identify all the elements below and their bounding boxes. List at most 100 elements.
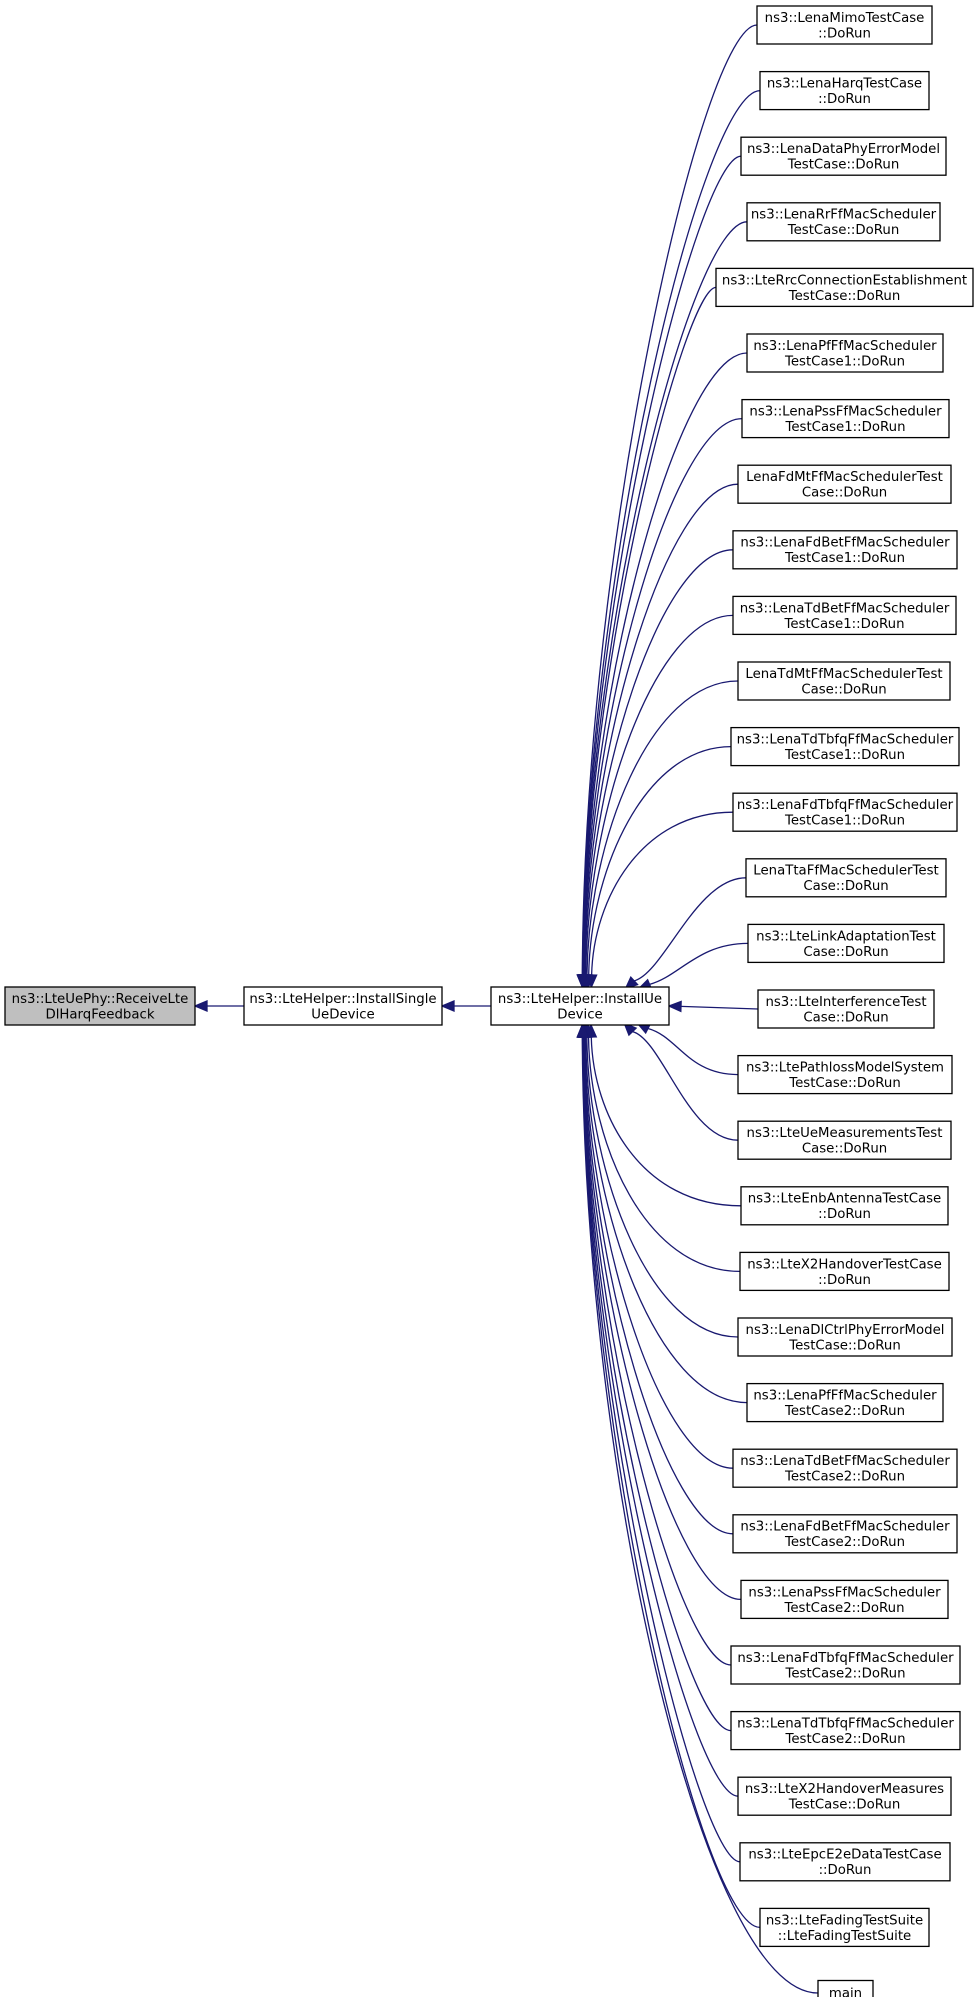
- node-c09[interactable]: ns3::LenaFdBetFfMacSchedulerTestCase1::D…: [732, 530, 958, 570]
- node-c28[interactable]: ns3::LteX2HandoverMeasuresTestCase::DoRu…: [737, 1776, 952, 1816]
- node-c05[interactable]: ns3::LteRrcConnectionEstablishmentTestCa…: [715, 267, 974, 308]
- edge-c19-to-installue: [590, 1036, 742, 1207]
- node-box: [746, 333, 944, 373]
- node-label-line: ns3::LenaFdTbfqFfMacScheduler: [737, 1651, 954, 1666]
- edge-c10-to-installue: [585, 614, 734, 976]
- node-label-line: ns3::LenaTdBetFfMacScheduler: [740, 601, 950, 616]
- node-label-line: TestCase2::DoRun: [784, 1732, 905, 1747]
- node-c25[interactable]: ns3::LenaPssFfMacSchedulerTestCase2::DoR…: [740, 1579, 949, 1620]
- node-label-line: TestCase2::DoRun: [784, 1470, 905, 1485]
- node-c24[interactable]: ns3::LenaFdBetFfMacSchedulerTestCase2::D…: [732, 1514, 958, 1554]
- node-label-line: ns3::LteFadingTestSuite: [766, 1913, 923, 1928]
- node-c27[interactable]: ns3::LenaTdTbfqFfMacSchedulerTestCase2::…: [730, 1710, 961, 1751]
- node-label-line: Device: [557, 1007, 602, 1022]
- node-box: [747, 923, 945, 964]
- node-box: [740, 1579, 949, 1620]
- node-c21[interactable]: ns3::LenaDlCtrlPhyErrorModelTestCase::Do…: [737, 1317, 953, 1357]
- node-box: [732, 595, 957, 636]
- node-c30[interactable]: ns3::LteFadingTestSuite::LteFadingTestSu…: [759, 1907, 930, 1948]
- node-label-line: LenaFdMtFfMacSchedulerTest: [746, 470, 943, 485]
- node-c22[interactable]: ns3::LenaPfFfMacSchedulerTestCase2::DoRu…: [746, 1382, 944, 1423]
- node-box: [732, 1448, 958, 1488]
- node-c17[interactable]: ns3::LtePathlossModelSystemTestCase::DoR…: [737, 1054, 953, 1095]
- node-c07[interactable]: ns3::LenaPssFfMacSchedulerTestCase1::DoR…: [741, 398, 950, 439]
- edge-c15-to-installue: [649, 942, 749, 986]
- edge-c13-to-installue: [590, 811, 734, 976]
- node-label-line: ns3::LenaRrFfMacScheduler: [751, 208, 937, 223]
- node-label-line: TestCase1::DoRun: [784, 814, 905, 829]
- edge-c04-to-installue: [582, 221, 748, 976]
- edge-c26-to-installue: [582, 1036, 732, 1666]
- node-label-line: TestCase1::DoRun: [784, 748, 905, 763]
- node-c13[interactable]: ns3::LenaFdTbfqFfMacSchedulerTestCase1::…: [732, 792, 958, 832]
- node-label-line: ns3::LenaFdBetFfMacScheduler: [740, 536, 950, 551]
- edge-c05-to-installue: [582, 286, 717, 976]
- edge-c30-to-installue: [581, 1036, 761, 1929]
- node-label-line: ns3::LteInterferenceTest: [765, 995, 926, 1010]
- node-label-line: ::DoRun: [818, 26, 871, 41]
- edge-c31-to-installue: [581, 1036, 819, 1994]
- node-c26[interactable]: ns3::LenaFdTbfqFfMacSchedulerTestCase2::…: [730, 1645, 961, 1685]
- node-c06[interactable]: ns3::LenaPfFfMacSchedulerTestCase1::DoRu…: [746, 333, 944, 373]
- node-box: [737, 464, 952, 504]
- node-c31[interactable]: main: [817, 1979, 874, 1997]
- node-label-line: Case::DoRun: [803, 945, 888, 960]
- edge-c20-to-installue: [587, 1036, 741, 1273]
- node-c20[interactable]: ns3::LteX2HandoverTestCase::DoRun: [739, 1251, 950, 1292]
- edge-c06-to-installue: [582, 352, 748, 976]
- edge-c07-to-installue: [583, 417, 743, 976]
- node-label-line: ns3::LenaFdTbfqFfMacScheduler: [737, 798, 954, 813]
- node-c12[interactable]: ns3::LenaTdTbfqFfMacSchedulerTestCase1::…: [730, 726, 960, 767]
- edge-c27-to-installue: [582, 1036, 732, 1732]
- edge-c09-to-installue: [584, 549, 734, 976]
- node-box: [490, 986, 670, 1026]
- edge-c02-to-installue: [581, 89, 761, 976]
- edge-c11-to-installue: [586, 680, 739, 976]
- node-c01[interactable]: ns3::LenaMimoTestCase::DoRun: [756, 5, 933, 45]
- node-label-line: ns3::LenaTdBetFfMacScheduler: [740, 1454, 950, 1469]
- node-label-line: ns3::LteX2HandoverMeasures: [745, 1782, 944, 1797]
- node-box: [732, 792, 958, 832]
- node-box: [737, 1317, 953, 1357]
- node-c02[interactable]: ns3::LenaHarqTestCase::DoRun: [759, 70, 930, 111]
- edge-arrow-head: [440, 1000, 455, 1012]
- node-label-line: ns3::LenaTdTbfqFfMacScheduler: [737, 732, 954, 747]
- node-label-line: ns3::LteX2HandoverTestCase: [747, 1257, 942, 1272]
- edge-arrow-head: [193, 1000, 208, 1012]
- node-box: [745, 858, 947, 898]
- node-box: [737, 661, 951, 701]
- edge-c25-to-installue: [583, 1036, 742, 1601]
- node-label-line: ns3::LenaDataPhyErrorModel: [747, 142, 940, 157]
- edge-arrow-head: [667, 1000, 682, 1013]
- node-label-line: ::LteFadingTestSuite: [778, 1929, 911, 1944]
- node-box: [732, 530, 958, 570]
- node-c03[interactable]: ns3::LenaDataPhyErrorModelTestCase::DoRu…: [740, 136, 947, 176]
- edge-c18-to-installue: [632, 1030, 739, 1141]
- node-label-line: ns3::LenaMimoTestCase: [765, 11, 925, 26]
- node-label-line: ns3::LenaTdTbfqFfMacScheduler: [737, 1716, 954, 1731]
- node-c29[interactable]: ns3::LteEpcE2eDataTestCase::DoRun: [739, 1842, 951, 1882]
- node-c23[interactable]: ns3::LenaTdBetFfMacSchedulerTestCase2::D…: [732, 1448, 958, 1488]
- node-label-line: TestCase::DoRun: [788, 1076, 901, 1091]
- node-c19[interactable]: ns3::LteEnbAntennaTestCase::DoRun: [740, 1186, 949, 1226]
- node-box: [737, 1120, 952, 1160]
- node-label-line: TestCase::DoRun: [788, 1798, 901, 1813]
- node-box: [817, 1979, 874, 1997]
- node-label-line: ns3::LenaPssFfMacScheduler: [748, 1585, 941, 1600]
- node-label-line: ::DoRun: [819, 1863, 872, 1878]
- nodes-layer: ns3::LteUePhy::ReceiveLteDlHarqFeedbackn…: [4, 5, 974, 1997]
- node-c10[interactable]: ns3::LenaTdBetFfMacSchedulerTestCase1::D…: [732, 595, 957, 636]
- node-box: [757, 989, 935, 1029]
- edge-c24-to-installue: [583, 1036, 734, 1535]
